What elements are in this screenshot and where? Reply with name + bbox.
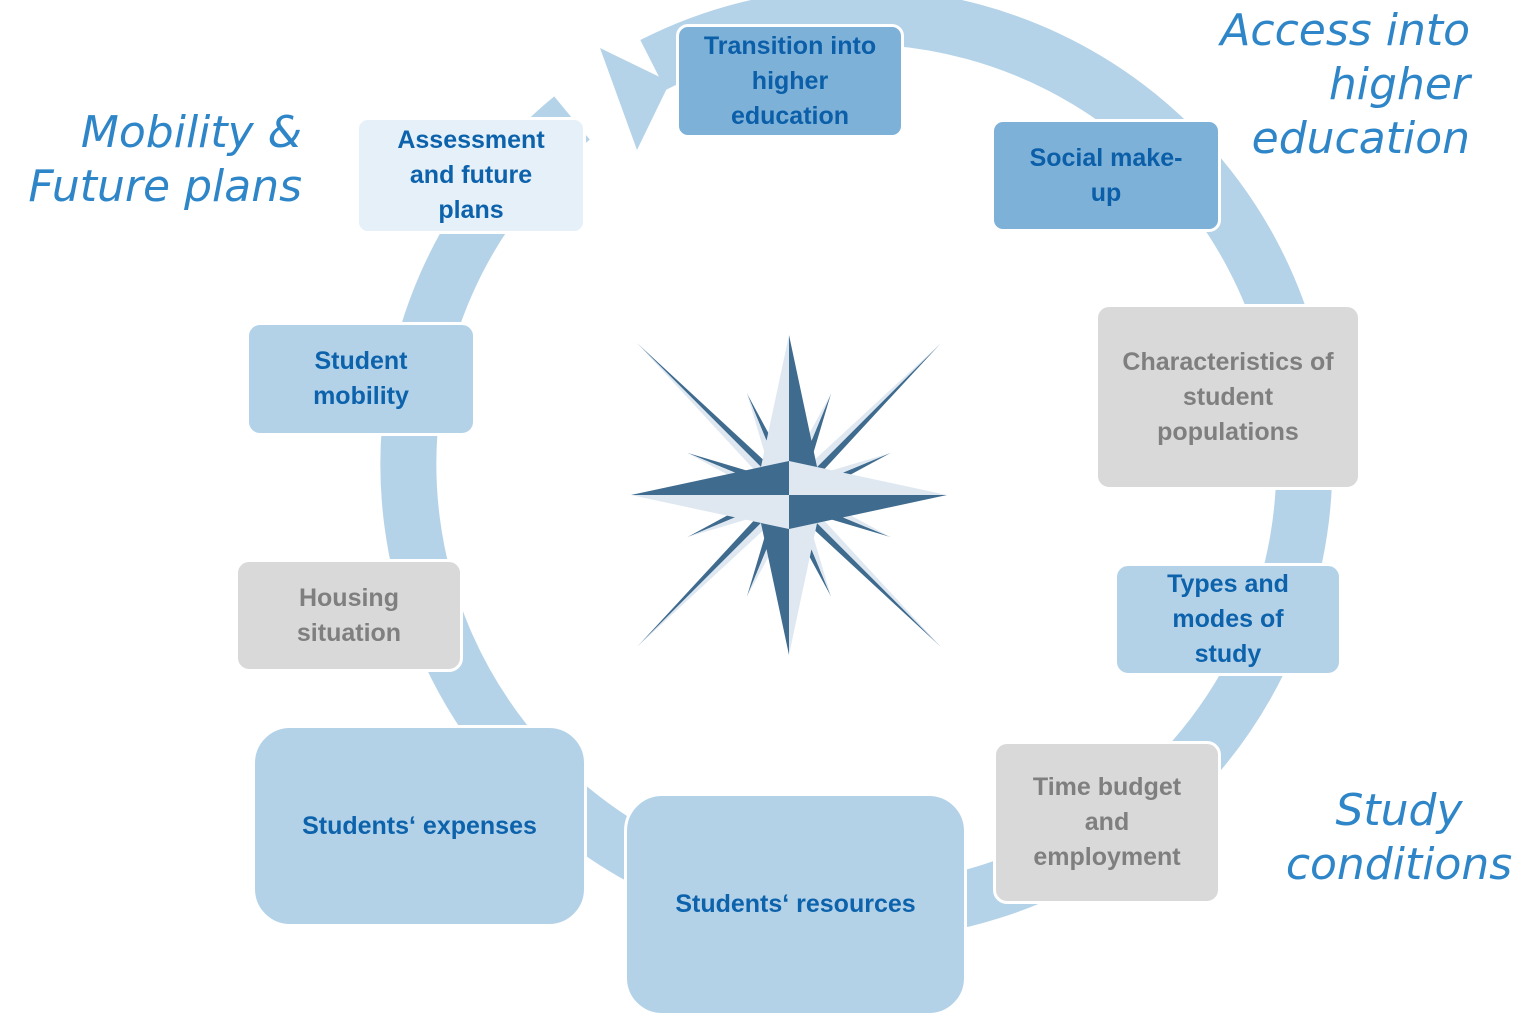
step-time-budget-label: Time budget and employment <box>1032 773 1182 871</box>
step-assessment-label: Assessment and future plans <box>397 126 545 224</box>
step-characteristics-label: Characteristics of student populations <box>1122 347 1334 446</box>
step-resources-label: Students‘ resources <box>675 890 916 918</box>
phase-study-conditions: Study conditions <box>1285 785 1513 890</box>
step-social-label: Social make- up <box>1029 143 1183 207</box>
step-types-and-modes-of-study: Types and modes of study <box>1114 563 1342 676</box>
step-social-make-up: Social make- up <box>991 119 1221 232</box>
phase-mobility-future-plans: Mobility & Future plans <box>28 107 302 212</box>
step-housing-situation: Housing situation <box>235 559 463 672</box>
step-transition-label: Transition into higher education <box>703 31 877 130</box>
step-assessment-and-future-plans: Assessment and future plans <box>356 117 586 234</box>
cycle-arrowhead <box>600 48 670 150</box>
step-time-budget-and-employment: Time budget and employment <box>993 741 1221 904</box>
phase-access-into-higher-education: Access into higher education <box>1220 5 1470 164</box>
compass-rose-icon <box>631 335 947 655</box>
step-mobility-label: Student mobility <box>313 347 409 410</box>
step-types-label: Types and modes of study <box>1167 570 1289 668</box>
step-transition-into-higher-education: Transition into higher education <box>676 24 904 138</box>
step-housing-label: Housing situation <box>296 583 402 647</box>
step-characteristics-of-student-populations: Characteristics of student populations <box>1095 304 1361 490</box>
step-student-mobility: Student mobility <box>246 322 476 436</box>
step-students-resources: Students‘ resources <box>624 793 967 1016</box>
step-students-expenses: Students‘ expenses <box>252 725 587 927</box>
step-expenses-label: Students‘ expenses <box>302 811 537 840</box>
